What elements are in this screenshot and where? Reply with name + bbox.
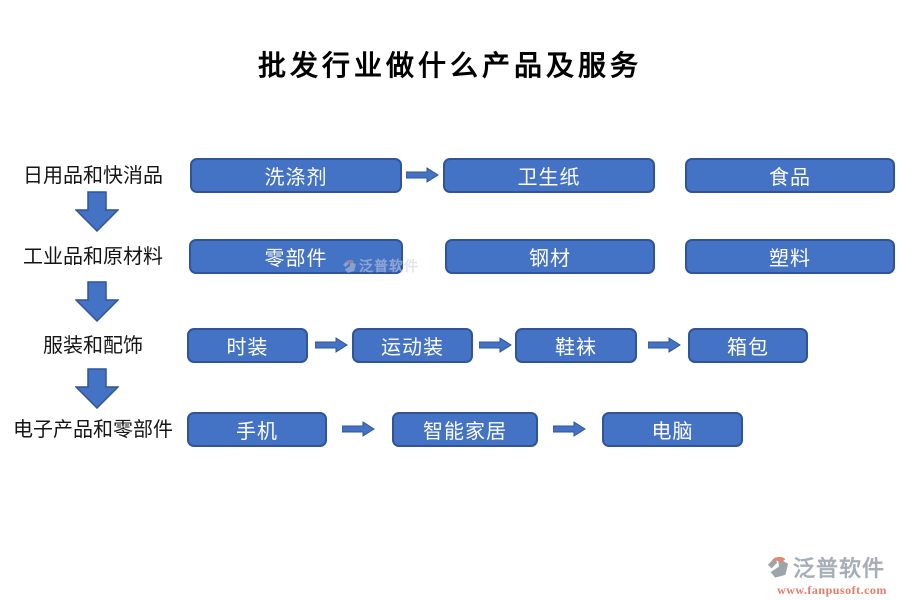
node-parts: 零部件 [189, 239, 403, 274]
row-label-electronics: 电子产品和零部件 [13, 419, 173, 441]
row-label-industrial: 工业品和原材料 [23, 246, 163, 268]
node-phone: 手机 [187, 412, 327, 447]
row-label-daily-goods: 日用品和快消品 [23, 165, 163, 187]
watermark-brand-url: www.fanpusoft.com [777, 583, 887, 597]
right-arrow-icon [342, 421, 375, 437]
node-food: 食品 [685, 158, 895, 193]
down-arrow-icon [75, 368, 119, 409]
node-fashion: 时装 [187, 328, 308, 363]
fanpu-logo-icon [767, 556, 789, 578]
diagram-title: 批发行业做什么产品及服务 [257, 51, 642, 82]
node-steel: 钢材 [445, 239, 655, 274]
node-sportswear: 运动装 [352, 328, 473, 363]
watermark-brand: 泛普软件 www.fanpusoft.com [766, 551, 898, 598]
node-smart-home: 智能家居 [392, 412, 538, 447]
right-arrow-icon [479, 337, 512, 353]
right-arrow-icon [648, 337, 681, 353]
node-detergent: 洗涤剂 [190, 158, 402, 193]
right-arrow-icon [406, 167, 439, 183]
node-toilet-paper: 卫生纸 [443, 158, 655, 193]
right-arrow-icon [315, 337, 348, 353]
down-arrow-icon [75, 191, 119, 232]
down-arrow-icon [75, 281, 119, 322]
node-plastic: 塑料 [685, 239, 895, 274]
node-computer: 电脑 [602, 412, 743, 447]
row-label-apparel: 服装和配饰 [43, 335, 143, 357]
watermark-brand-name: 泛普软件 [793, 556, 886, 581]
right-arrow-icon [553, 421, 586, 437]
node-bags: 箱包 [688, 328, 808, 363]
node-shoes-socks: 鞋袜 [515, 328, 637, 363]
